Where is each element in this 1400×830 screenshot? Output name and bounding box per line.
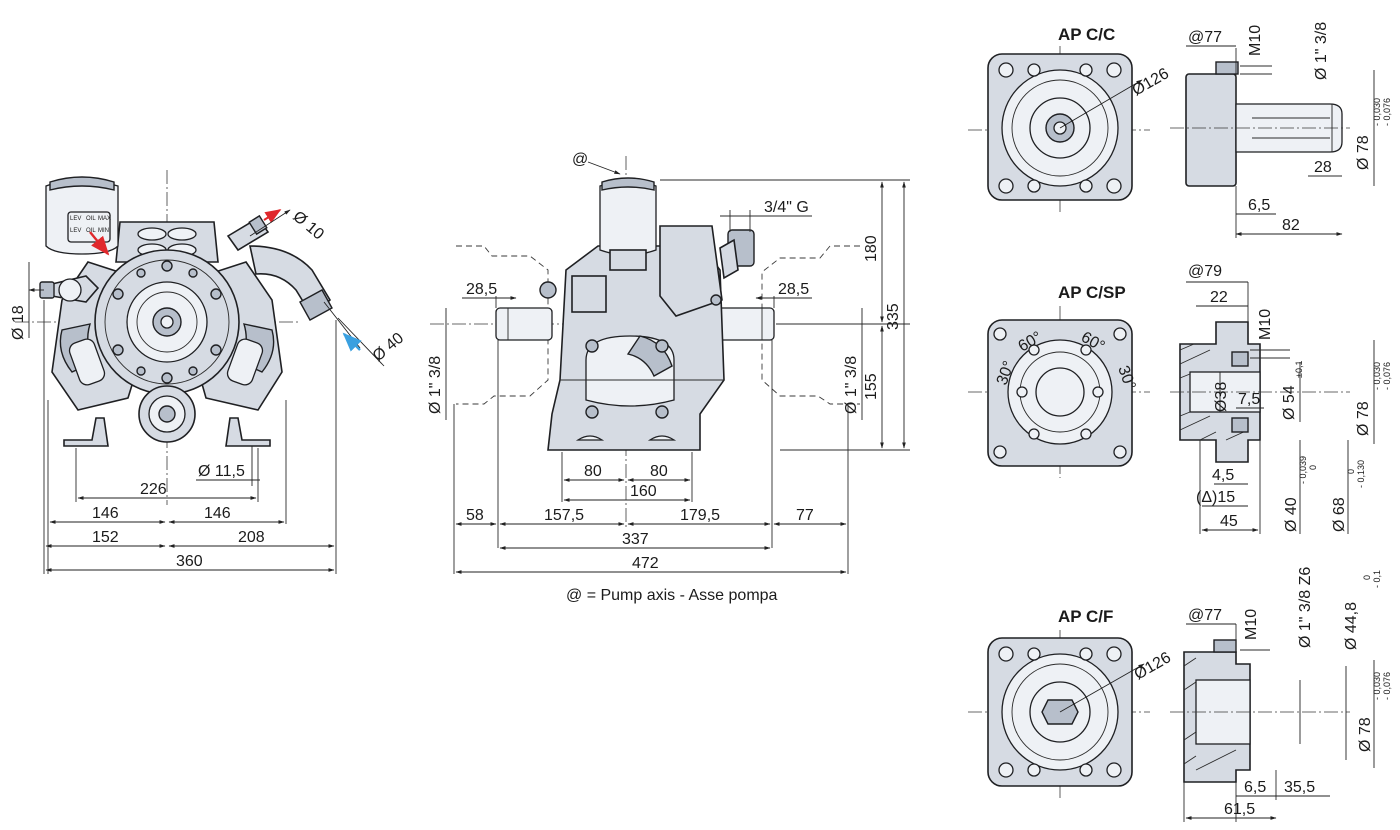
dim-csp-d68-tol-lower: - 0,130: [1356, 460, 1366, 488]
dim-cf-l355: 35,5: [1284, 779, 1315, 796]
dim-cc-d126: Ø126: [1130, 65, 1172, 99]
dim-cc-m10: M10: [1247, 25, 1264, 56]
dim-csp-l22: 22: [1210, 289, 1228, 306]
dim-csp-at79: @79: [1188, 263, 1222, 280]
axis-marker: @: [572, 151, 588, 168]
dim-h180: 180: [863, 235, 880, 262]
dim-right-shaft: 28,5: [778, 281, 809, 298]
dim-cf-d448-tol-upper: 0: [1362, 575, 1372, 580]
dim-csp-d40-tol-lower: 0: [1308, 465, 1318, 470]
dim-h335: 335: [885, 303, 902, 330]
dim-w146a: 146: [92, 505, 119, 522]
dim-cc-tol-upper: - 0,030: [1372, 98, 1382, 126]
dim-d18: Ø 18: [10, 305, 27, 340]
dim-cc-l65: 6,5: [1248, 197, 1270, 214]
front-view: LEV OIL MAX LEV OIL MIN: [10, 170, 407, 574]
flange-cf: AP C/F Ø126 @77 M10 Ø 1" 3: [968, 567, 1392, 822]
dim-csp-l75: 7,5: [1238, 391, 1260, 408]
side-view: @ 3/4" G 28,5 28,5 Ø 1" 3/8 Ø 1" 3/8 180…: [427, 151, 910, 604]
dim-w337: 337: [622, 531, 649, 548]
dim-w58: 58: [466, 507, 484, 524]
dim-w146b: 146: [204, 505, 231, 522]
flange-cc: AP C/C Ø126 @77 M10: [968, 22, 1392, 238]
dim-cf-d448-tol-lower: - 0,1: [1372, 570, 1382, 588]
gauge-label: MAX: [98, 216, 111, 222]
dim-cf-spline: Ø 1" 3/8 Z6: [1297, 567, 1314, 648]
gauge-label: MIN: [98, 228, 109, 234]
dim-w360: 360: [176, 553, 203, 570]
dim-cf-d78: Ø 78: [1357, 717, 1374, 752]
dim-csp-l45a: 4,5: [1212, 467, 1234, 484]
dim-cc-shaft: Ø 1" 3/8: [1313, 22, 1330, 80]
dim-cc-at77: @77: [1188, 29, 1222, 46]
dim-csp-d54-tol: ±0,1: [1294, 361, 1304, 378]
flange-cc-title: AP C/C: [1058, 25, 1115, 44]
dim-d10: Ø 10: [289, 208, 327, 243]
dim-cc-l28: 28: [1314, 159, 1332, 176]
dim-w226: 226: [140, 481, 167, 498]
dim-d40: Ø 40: [370, 330, 408, 365]
dim-b80b: 80: [650, 463, 668, 480]
gauge-label: LEV: [70, 216, 81, 222]
dim-csp-d78: Ø 78: [1355, 401, 1372, 436]
dim-w1795: 179,5: [680, 507, 720, 524]
flange-cf-title: AP C/F: [1058, 607, 1113, 626]
gauge-label: OIL: [86, 228, 96, 234]
flange-csp-title: AP C/SP: [1058, 283, 1126, 302]
dim-left-shaft: 28,5: [466, 281, 497, 298]
dim-cf-l65: 6,5: [1244, 779, 1266, 796]
dim-w472: 472: [632, 555, 659, 572]
dim-h155: 155: [863, 373, 880, 400]
dim-thread: 3/4" G: [764, 199, 809, 216]
dim-cf-at77: @77: [1188, 607, 1222, 624]
dim-w77: 77: [796, 507, 814, 524]
dim-w152: 152: [92, 529, 119, 546]
flange-cc-bolts: [998, 62, 1122, 194]
axis-legend: @ = Pump axis - Asse pompa: [566, 587, 778, 604]
dim-cc-l82: 82: [1282, 217, 1300, 234]
dim-csp-tol-upper: - 0,030: [1372, 362, 1382, 390]
dim-cf-tol-upper: - 0,030: [1372, 672, 1382, 700]
dim-b80a: 80: [584, 463, 602, 480]
dim-cf-tol-lower: - 0,076: [1382, 672, 1392, 700]
dim-cf-d448: Ø 44,8: [1343, 602, 1360, 650]
dim-w1575: 157,5: [544, 507, 584, 524]
dim-b160: 160: [630, 483, 657, 500]
dim-csp-tol-lower: - 0,076: [1382, 362, 1392, 390]
dim-csp-d40-tol-upper: - 0,039: [1298, 456, 1308, 484]
dim-right-dia: Ø 1" 3/8: [843, 356, 860, 414]
dim-cc-tol-lower: - 0,076: [1382, 98, 1392, 126]
dim-csp-d54: Ø 54: [1281, 385, 1298, 420]
dim-csp-l45: 45: [1220, 513, 1238, 530]
flange-csp-bolts: [993, 327, 1127, 459]
dim-csp-d40: Ø 40: [1283, 497, 1300, 532]
dim-cc-d78: Ø 78: [1355, 135, 1372, 170]
side-bolts: [585, 294, 722, 419]
dim-cf-d126: Ø126: [1132, 649, 1174, 683]
gauge-label: OIL: [86, 216, 96, 222]
dim-cf-m10: M10: [1243, 609, 1260, 640]
gauge-label: LEV: [70, 228, 81, 234]
dim-d115: Ø 11,5: [198, 463, 245, 480]
oil-level-arrow: [89, 231, 110, 256]
flange-csp: AP C/SP 30° 60° 60° 30°: [968, 263, 1392, 534]
dim-csp-l15: (Δ)15: [1196, 489, 1235, 506]
body-bolts: [112, 260, 222, 384]
dim-csp-d68: Ø 68: [1331, 497, 1348, 532]
dim-cf-l615: 61,5: [1224, 801, 1255, 818]
dim-csp-d38: Ø38: [1213, 382, 1230, 412]
dim-left-dia: Ø 1" 3/8: [427, 356, 444, 414]
dim-csp-d68-tol-upper: 0: [1346, 469, 1356, 474]
dim-csp-m10: M10: [1257, 309, 1274, 340]
dim-w208: 208: [238, 529, 265, 546]
flange-cf-bolts: [998, 646, 1122, 778]
